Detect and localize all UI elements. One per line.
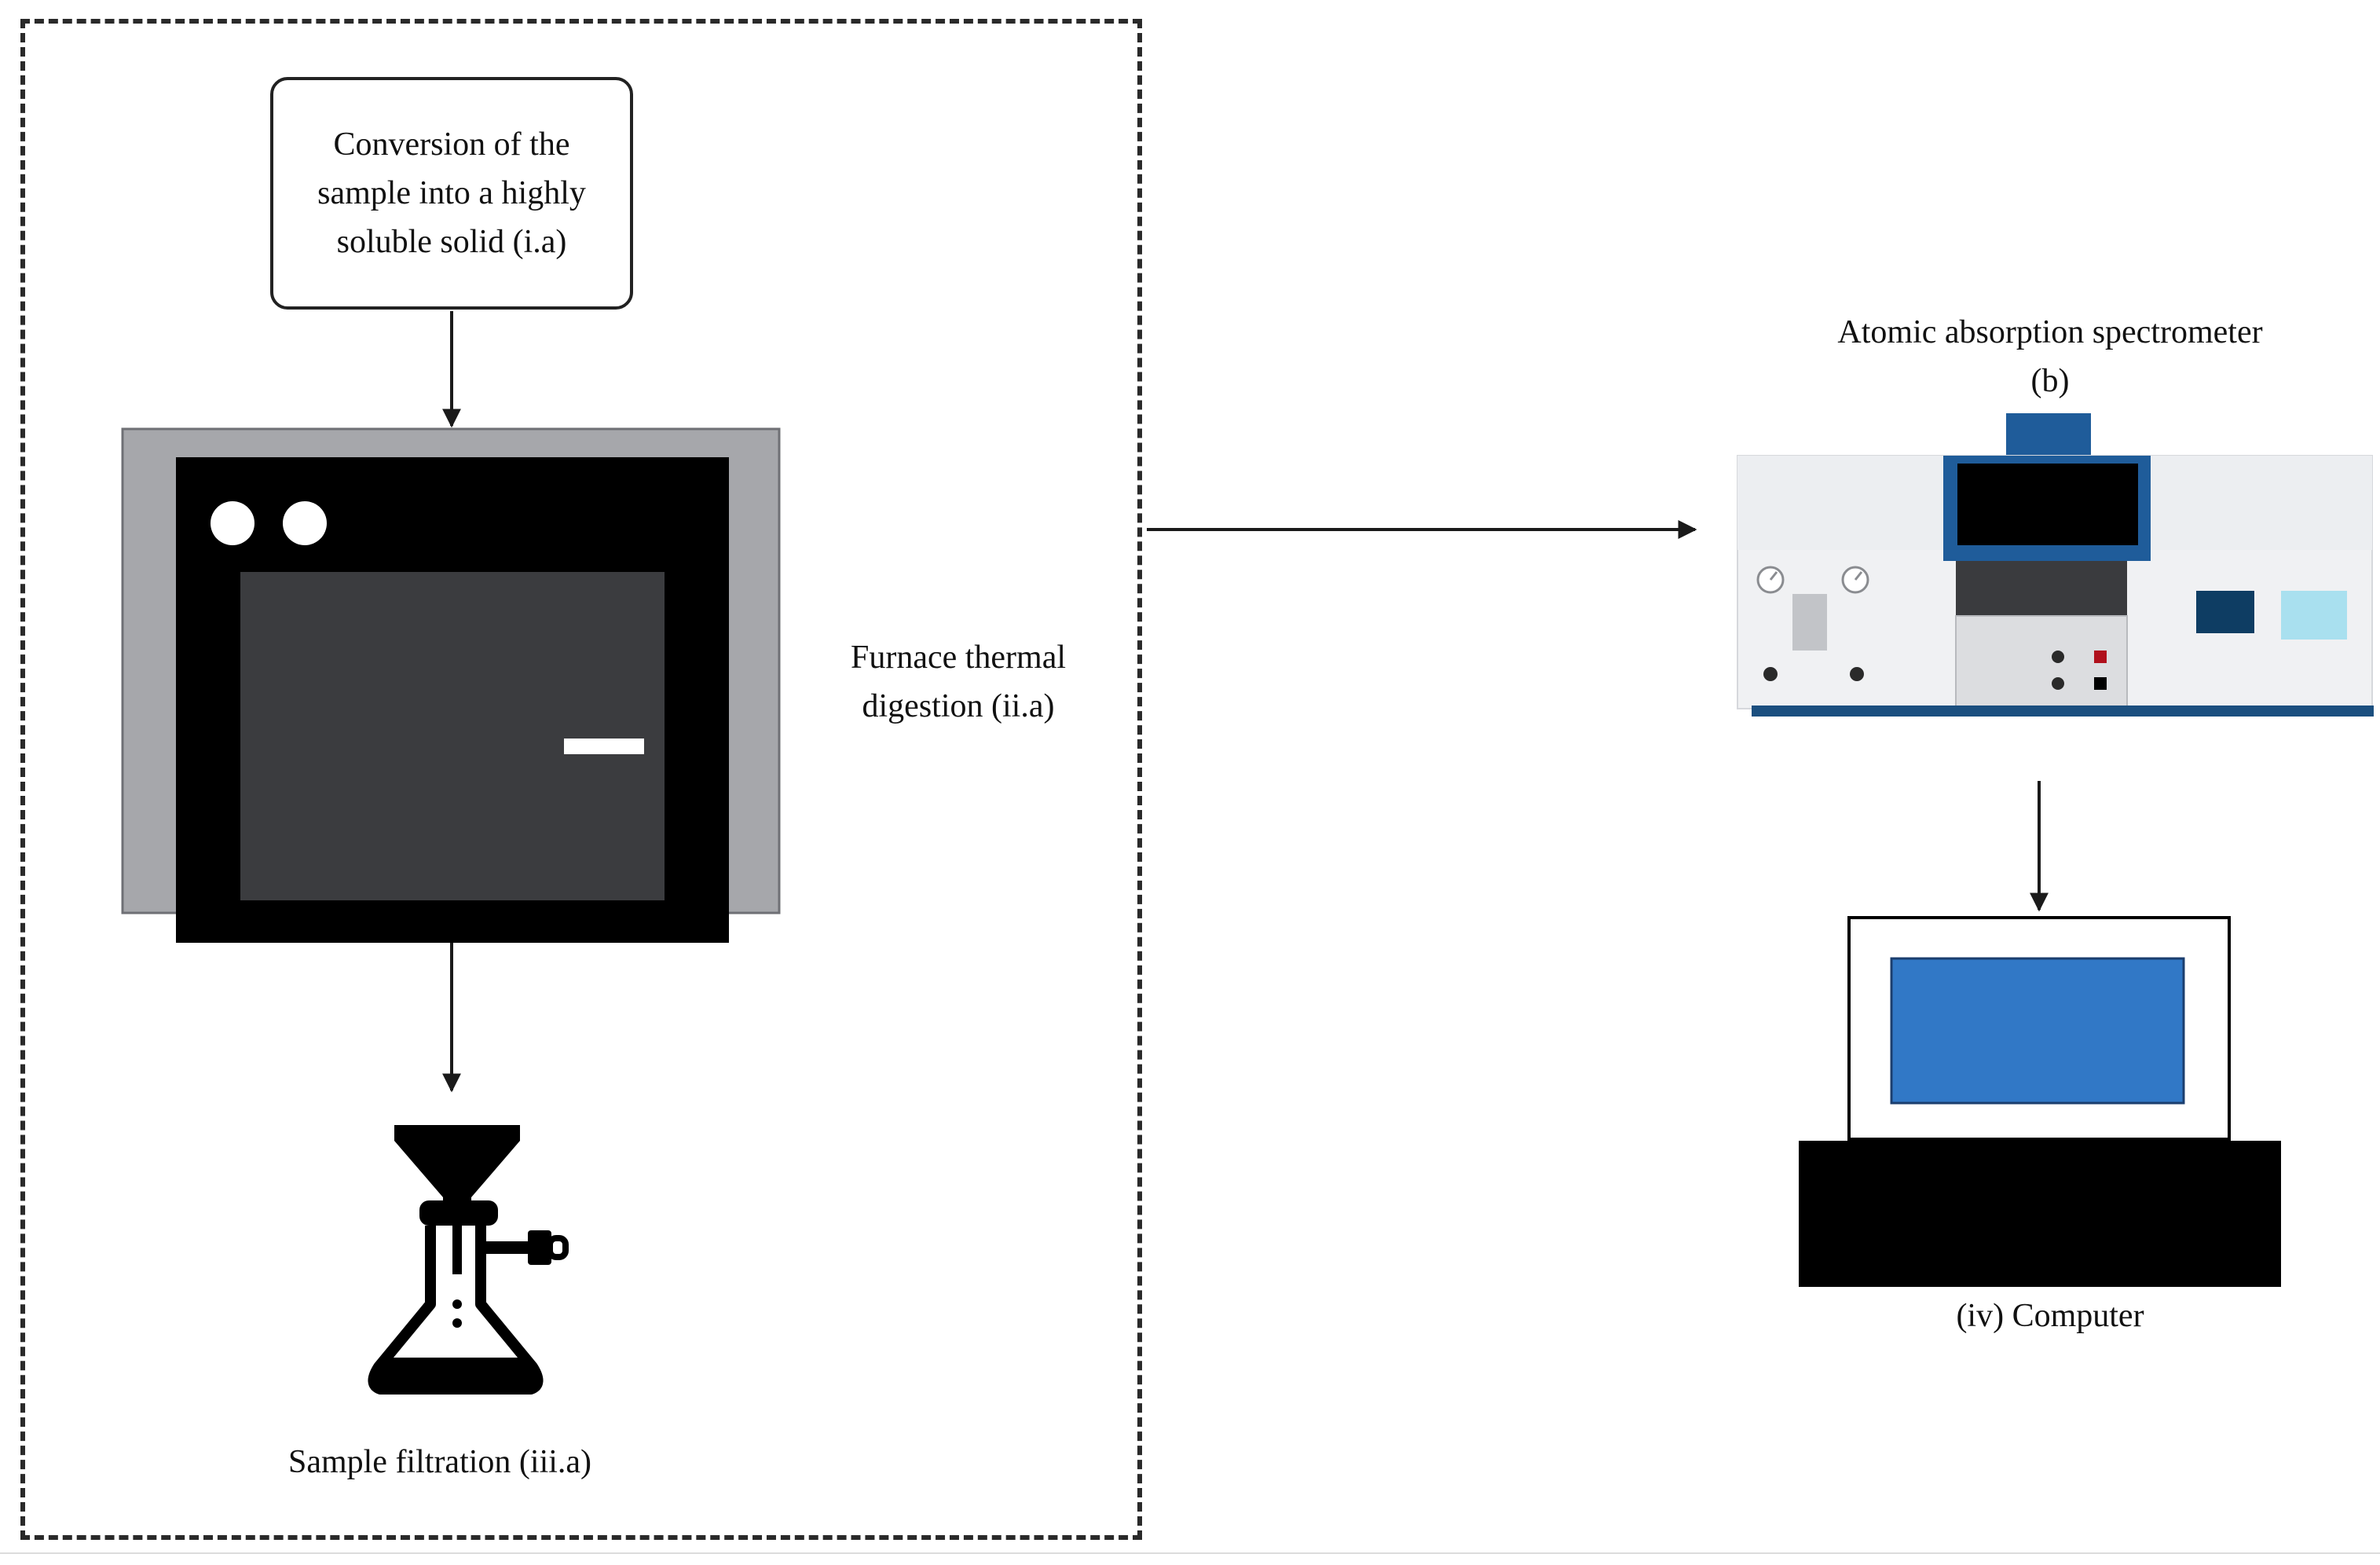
sample-preparation-frame	[20, 19, 1142, 1540]
filtration-step-label: Sample filtration (iii.a)	[287, 1444, 592, 1480]
computer-label: (iv) Computer	[1956, 1298, 2144, 1334]
furnace-step-label: Furnace thermal digestion (ii.a)	[850, 640, 1067, 724]
conversion-step-box: Conversion of the sample into a highly s…	[270, 77, 633, 310]
atomic-absorption-spectrometer-icon	[1737, 413, 2374, 717]
conversion-step-label: Conversion of the sample into a highly s…	[317, 126, 586, 260]
filtration-flask-icon	[368, 1125, 569, 1395]
spectrometer-label: Atomic absorption spectrometer (b)	[1837, 314, 2263, 399]
bottom-divider	[0, 1552, 2380, 1554]
furnace-icon	[121, 427, 781, 943]
computer-icon	[1799, 916, 2281, 1287]
